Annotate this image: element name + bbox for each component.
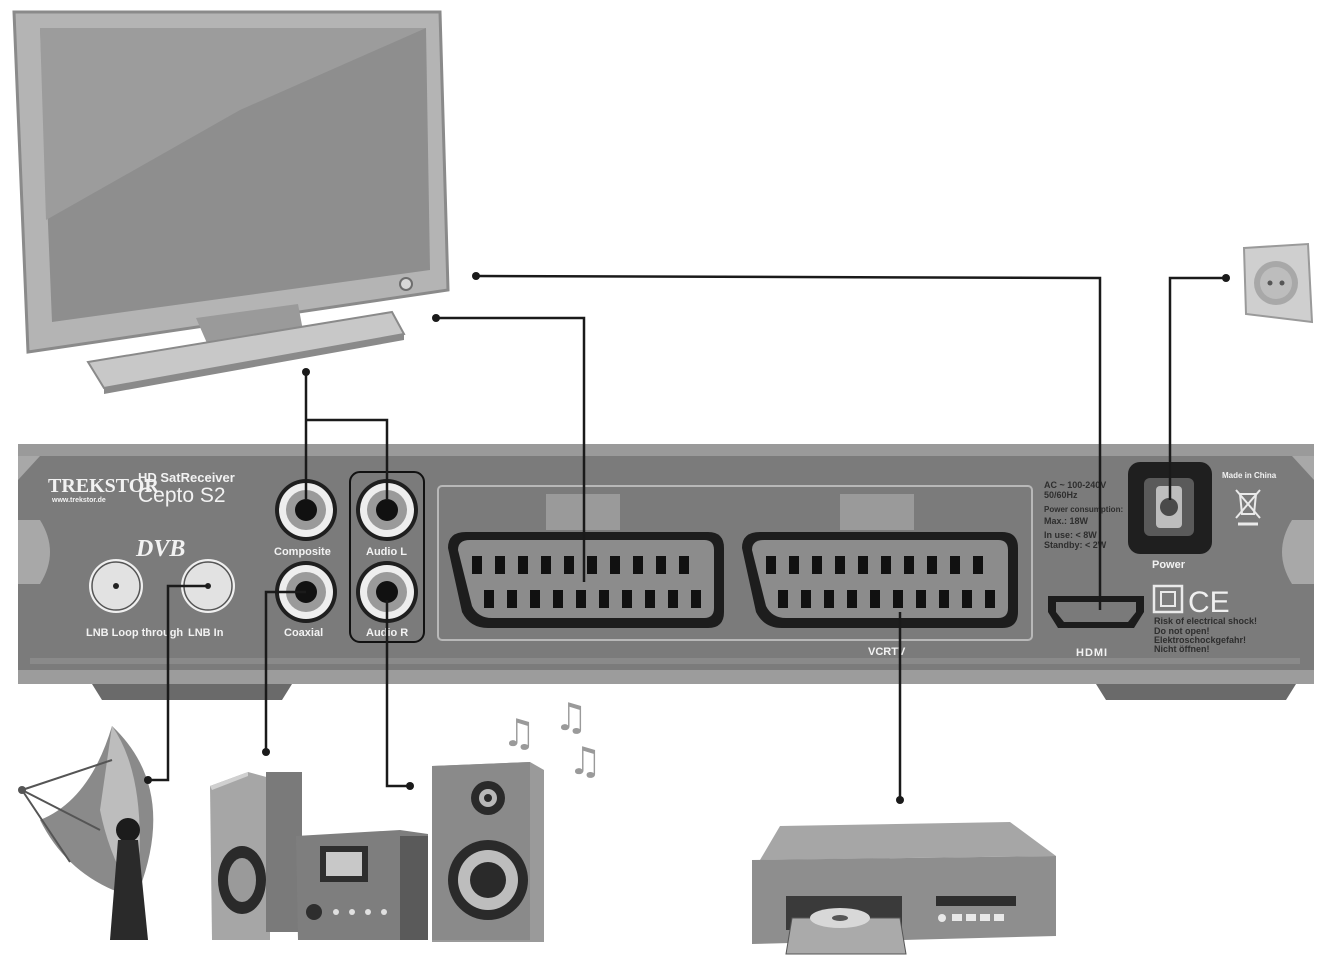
tv-power-icon <box>399 277 413 291</box>
scart-area <box>437 485 1033 641</box>
rca-ports <box>275 471 425 643</box>
composite-label: Composite <box>274 546 331 558</box>
warning-line: Nicht öffnen! <box>1154 644 1210 654</box>
spec-line: 50/60Hz <box>1044 490 1078 500</box>
scart-pin <box>553 590 563 608</box>
hdmi-label: HDMI <box>1076 647 1108 659</box>
scart-pin <box>985 590 995 608</box>
scart-pin <box>812 556 822 574</box>
scart-pin <box>789 556 799 574</box>
spec-line: AC ~ 100-240V <box>1044 480 1106 490</box>
vcrtv-label: VCRTV <box>868 646 906 658</box>
scart-pin <box>824 590 834 608</box>
dvd-recorder <box>752 822 1056 955</box>
music-note-icon: ♫ ♫ ♫ <box>502 695 602 783</box>
scart-pin <box>622 590 632 608</box>
spec-line: In use: < 8W <box>1044 530 1097 540</box>
lnb-loop-port <box>89 559 143 613</box>
speaker <box>432 762 544 942</box>
scart-pin <box>472 556 482 574</box>
scart-pin <box>916 590 926 608</box>
scart-pin <box>610 556 620 574</box>
warning-line: Risk of electrical shock! <box>1154 616 1257 626</box>
scart-pin <box>939 590 949 608</box>
scart-pin <box>679 556 689 574</box>
brand-url: www.trekstor.de <box>51 497 106 504</box>
scart-pin <box>950 556 960 574</box>
spec-line: Max.: 18W <box>1044 516 1089 526</box>
scart-pin <box>495 556 505 574</box>
brand-logo: TREKSTOR <box>48 475 159 497</box>
connection-wires <box>144 272 1230 804</box>
scart-pin <box>518 556 528 574</box>
coaxial-label: Coaxial <box>284 627 323 639</box>
scart-pin <box>962 590 972 608</box>
spec-line: Power consumption: <box>1044 505 1123 514</box>
scart-pin <box>801 590 811 608</box>
wall-socket <box>1242 242 1314 324</box>
scart-pin <box>927 556 937 574</box>
receiver-back-panel <box>18 444 1314 700</box>
scart-pin <box>973 556 983 574</box>
scart-pin <box>893 590 903 608</box>
scart-pin <box>599 590 609 608</box>
scart-pin <box>835 556 845 574</box>
scart-pin <box>564 556 574 574</box>
scart-pin <box>507 590 517 608</box>
scart-pin <box>484 590 494 608</box>
tv <box>12 10 450 394</box>
ce-mark: CE <box>1188 586 1230 619</box>
weee-bin-icon <box>1235 489 1261 526</box>
scart-pin <box>691 590 701 608</box>
spec-block: AC ~ 100-240V 50/60Hz Power consumption:… <box>1044 480 1123 550</box>
lnb-in-label: LNB In <box>188 627 224 639</box>
hdmi-port <box>1048 596 1144 628</box>
scart-pin <box>858 556 868 574</box>
warning-line: Do not open! <box>1154 626 1210 636</box>
audio-l-label: Audio L <box>366 546 407 558</box>
made-in-label: Made in China <box>1222 471 1277 480</box>
scart-pin <box>576 590 586 608</box>
warning-line: Elektroschockgefahr! <box>1154 635 1246 645</box>
scart-pin <box>847 590 857 608</box>
svg-text:♫: ♫ <box>554 695 588 739</box>
power-switch-icon <box>1128 462 1212 554</box>
model-line: HD SatReceiver <box>138 470 235 485</box>
dvb-logo: DVB <box>135 536 185 562</box>
scart-pin <box>541 556 551 574</box>
scart-pin <box>530 590 540 608</box>
scart-pin <box>904 556 914 574</box>
scart-pin <box>587 556 597 574</box>
scart-pin <box>870 590 880 608</box>
spec-line: Standby: < 2W <box>1044 540 1107 550</box>
lnb-loop-label: LNB Loop through <box>86 627 183 639</box>
scart-pin <box>656 556 666 574</box>
scart-pin <box>766 556 776 574</box>
svg-text:♫: ♫ <box>568 739 602 783</box>
scart-pin <box>881 556 891 574</box>
warning-block: Risk of electrical shock! Do not open! E… <box>1154 616 1257 654</box>
scart-pin <box>778 590 788 608</box>
svg-text:♫: ♫ <box>502 711 536 755</box>
scart-pin <box>633 556 643 574</box>
power-label: Power <box>1152 559 1186 571</box>
double-insulation-icon <box>1152 584 1184 614</box>
scart-pin <box>668 590 678 608</box>
model-name: Cepto S2 <box>138 484 226 507</box>
hifi-system <box>210 772 428 940</box>
satellite-dish <box>18 726 154 940</box>
scart-pin <box>645 590 655 608</box>
